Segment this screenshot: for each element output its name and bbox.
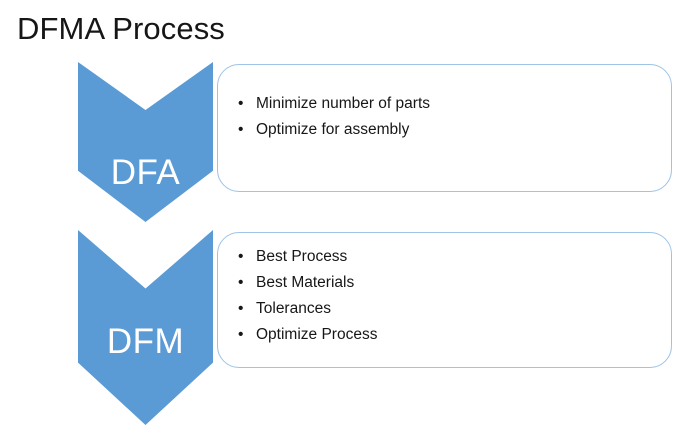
- list-item: • Tolerances: [236, 296, 657, 322]
- list-item: • Minimize number of parts: [236, 91, 657, 117]
- bullet-dot-icon: •: [238, 274, 244, 291]
- list-item-label: Optimize Process: [256, 326, 378, 343]
- process-step-dfm: DFM • Best Process • Best Materials • To…: [0, 230, 700, 430]
- list-item-label: Best Process: [256, 248, 348, 265]
- page-title: DFMA Process: [17, 11, 225, 46]
- list-item: • Optimize Process: [236, 322, 657, 348]
- bullet-dot-icon: •: [238, 248, 244, 265]
- chevron-shape-dfm[interactable]: DFM: [78, 230, 213, 425]
- detail-box-dfa[interactable]: • Minimize number of parts • Optimize fo…: [217, 64, 672, 192]
- bullet-dot-icon: •: [238, 95, 244, 112]
- process-step-dfa: DFA • Minimize number of parts • Optimiz…: [0, 62, 700, 227]
- chevron-label-dfa: DFA: [110, 153, 181, 192]
- list-item-label: Minimize number of parts: [256, 95, 431, 112]
- chevron-down-icon: [78, 62, 213, 222]
- bullet-dot-icon: •: [238, 300, 244, 317]
- chevron-shape-dfa[interactable]: DFA: [78, 62, 213, 222]
- detail-box-dfm[interactable]: • Best Process • Best Materials • Tolera…: [217, 232, 672, 368]
- list-item: • Optimize for assembly: [236, 117, 657, 143]
- list-item-label: Best Materials: [256, 274, 355, 291]
- list-item: • Best Process: [236, 244, 657, 270]
- list-item-label: Optimize for assembly: [256, 121, 410, 138]
- bullet-dot-icon: •: [238, 121, 244, 138]
- bullet-list-dfm: • Best Process • Best Materials • Tolera…: [236, 244, 657, 348]
- list-item: • Best Materials: [236, 270, 657, 296]
- chevron-label-dfm: DFM: [106, 322, 185, 361]
- bullet-dot-icon: •: [238, 326, 244, 343]
- list-item-label: Tolerances: [256, 300, 331, 317]
- bullet-list-dfa: • Minimize number of parts • Optimize fo…: [236, 91, 657, 143]
